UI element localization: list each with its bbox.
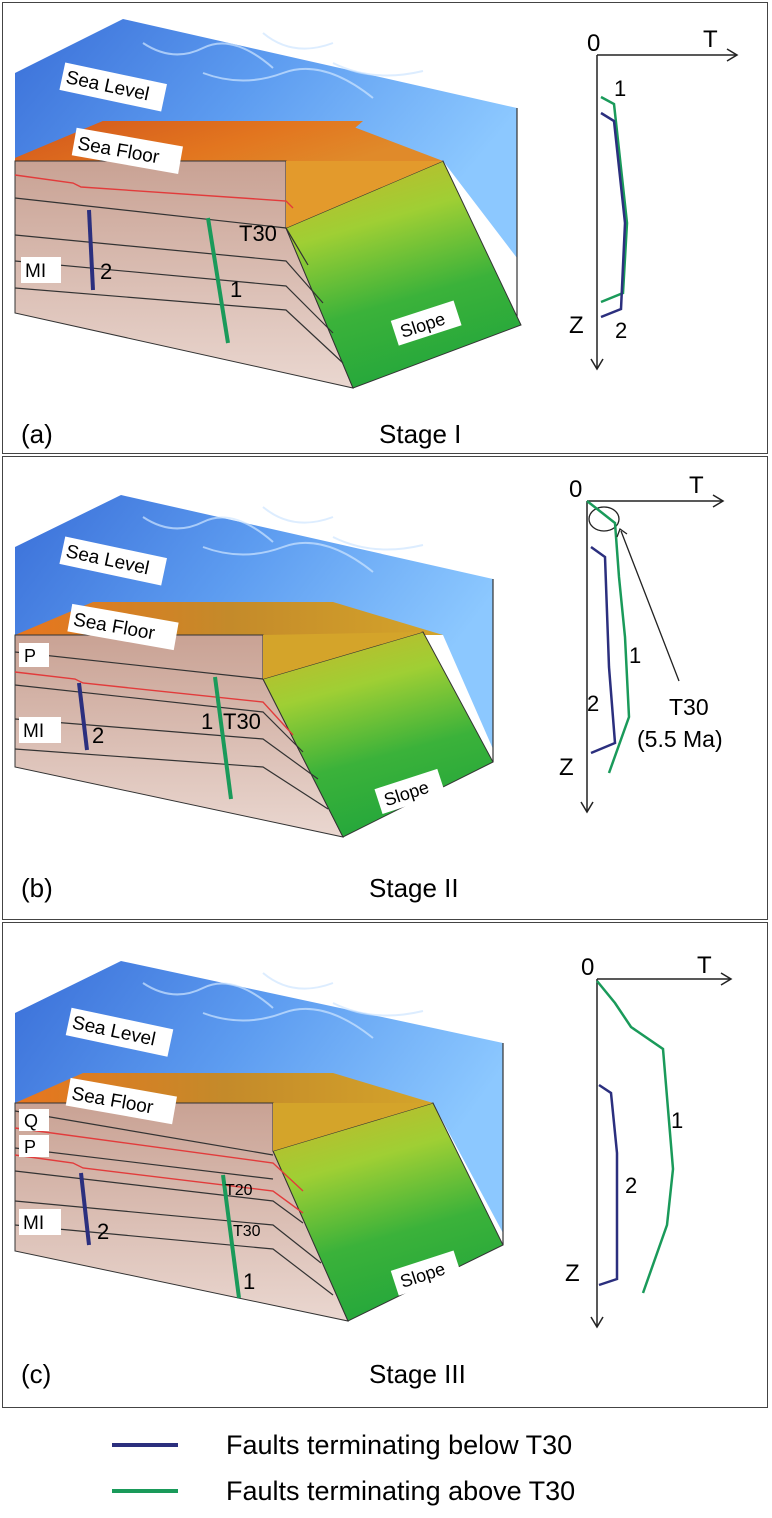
horizon-t30-line bbox=[14, 174, 294, 209]
horizon-t30-label: T30 bbox=[233, 1223, 261, 1240]
curve-fault-2 bbox=[598, 1083, 619, 1287]
curve-1-label: 1 bbox=[614, 76, 626, 101]
plot-y-axis-label: Z bbox=[559, 754, 574, 781]
horizon-t30-label: T30 bbox=[239, 221, 277, 246]
panel-letter: (a) bbox=[21, 419, 53, 449]
t30-circle bbox=[588, 506, 620, 532]
horizon-p-label: P bbox=[24, 1137, 36, 1157]
curve-fault-1 bbox=[600, 95, 629, 304]
plot-y-axis-label: Z bbox=[569, 312, 584, 339]
plot-x-axis-label: T bbox=[703, 26, 718, 53]
panel-stage-1: Sea Level Sea Floor Slope MI T30 2 1 (a)… bbox=[2, 2, 768, 454]
stage-title: Stage II bbox=[369, 873, 459, 903]
horizon-mi-label: MI bbox=[23, 721, 44, 742]
panel-c-svg: Sea Level Sea Floor Slope Q P MI T20 T30… bbox=[14, 952, 733, 1389]
curve-fault-2 bbox=[600, 111, 627, 319]
panel-a-svg: Sea Level Sea Floor Slope MI T30 2 1 (a)… bbox=[14, 19, 739, 449]
throw-depth-plot: 0 T Z 1 2 bbox=[565, 952, 733, 1329]
plot-origin-label: 0 bbox=[581, 954, 594, 981]
plot-y-axis-label: Z bbox=[565, 1260, 580, 1287]
curve-fault-1 bbox=[586, 500, 631, 774]
fault-2-label: 2 bbox=[100, 259, 112, 284]
curve-2-label: 2 bbox=[625, 1173, 637, 1198]
panel-stage-2: Sea Level Sea Floor Slope P MI T30 2 1 (… bbox=[2, 456, 768, 920]
fault-1-label: 1 bbox=[230, 277, 242, 302]
fault-2-label: 2 bbox=[97, 1219, 109, 1244]
fault-2-label: 2 bbox=[92, 723, 104, 748]
fault-1-label: 1 bbox=[243, 1269, 255, 1294]
plot-x-axis-label: T bbox=[689, 472, 704, 499]
stage-title: Stage III bbox=[369, 1359, 466, 1389]
fault-1-label: 1 bbox=[201, 709, 213, 734]
throw-depth-plot: 0 T Z 1 2 T30 (5.5 Ma) bbox=[559, 472, 725, 814]
curve-2-label: 2 bbox=[615, 318, 627, 343]
panel-stage-3: Sea Level Sea Floor Slope Q P MI T20 T30… bbox=[2, 922, 768, 1408]
plot-origin-label: 0 bbox=[569, 476, 582, 503]
panel-letter: (c) bbox=[21, 1359, 51, 1389]
horizon-mi-label: MI bbox=[25, 261, 46, 282]
horizon-t20-label: T20 bbox=[225, 1182, 253, 1199]
horizon-p-label: P bbox=[24, 646, 36, 666]
throw-depth-plot: 0 T Z 1 2 bbox=[569, 26, 739, 371]
fault-1 bbox=[206, 217, 230, 344]
curve-fault-1 bbox=[596, 980, 675, 1294]
curve-2-label: 2 bbox=[587, 691, 599, 716]
curve-1-label: 1 bbox=[671, 1108, 683, 1133]
curve-1-label: 1 bbox=[629, 643, 641, 668]
t30-age-annotation: (5.5 Ma) bbox=[637, 726, 723, 752]
plot-origin-label: 0 bbox=[587, 30, 600, 57]
curve-fault-2 bbox=[590, 545, 617, 755]
legend-label-above: Faults terminating above T30 bbox=[226, 1476, 575, 1506]
horizon-mi-label: MI bbox=[23, 1213, 44, 1234]
panel-letter: (b) bbox=[21, 873, 53, 903]
legend-label-below: Faults terminating below T30 bbox=[226, 1430, 572, 1460]
horizon-q-label: Q bbox=[24, 1111, 38, 1131]
t30-annotation: T30 bbox=[669, 694, 709, 720]
horizon-t30-label: T30 bbox=[223, 709, 261, 734]
stage-title: Stage I bbox=[379, 419, 461, 449]
panel-b-svg: Sea Level Sea Floor Slope P MI T30 2 1 (… bbox=[14, 472, 725, 903]
plot-x-axis-label: T bbox=[697, 952, 712, 979]
legend: Faults terminating below T30 Faults term… bbox=[0, 1408, 772, 1518]
fault-2 bbox=[87, 209, 95, 291]
